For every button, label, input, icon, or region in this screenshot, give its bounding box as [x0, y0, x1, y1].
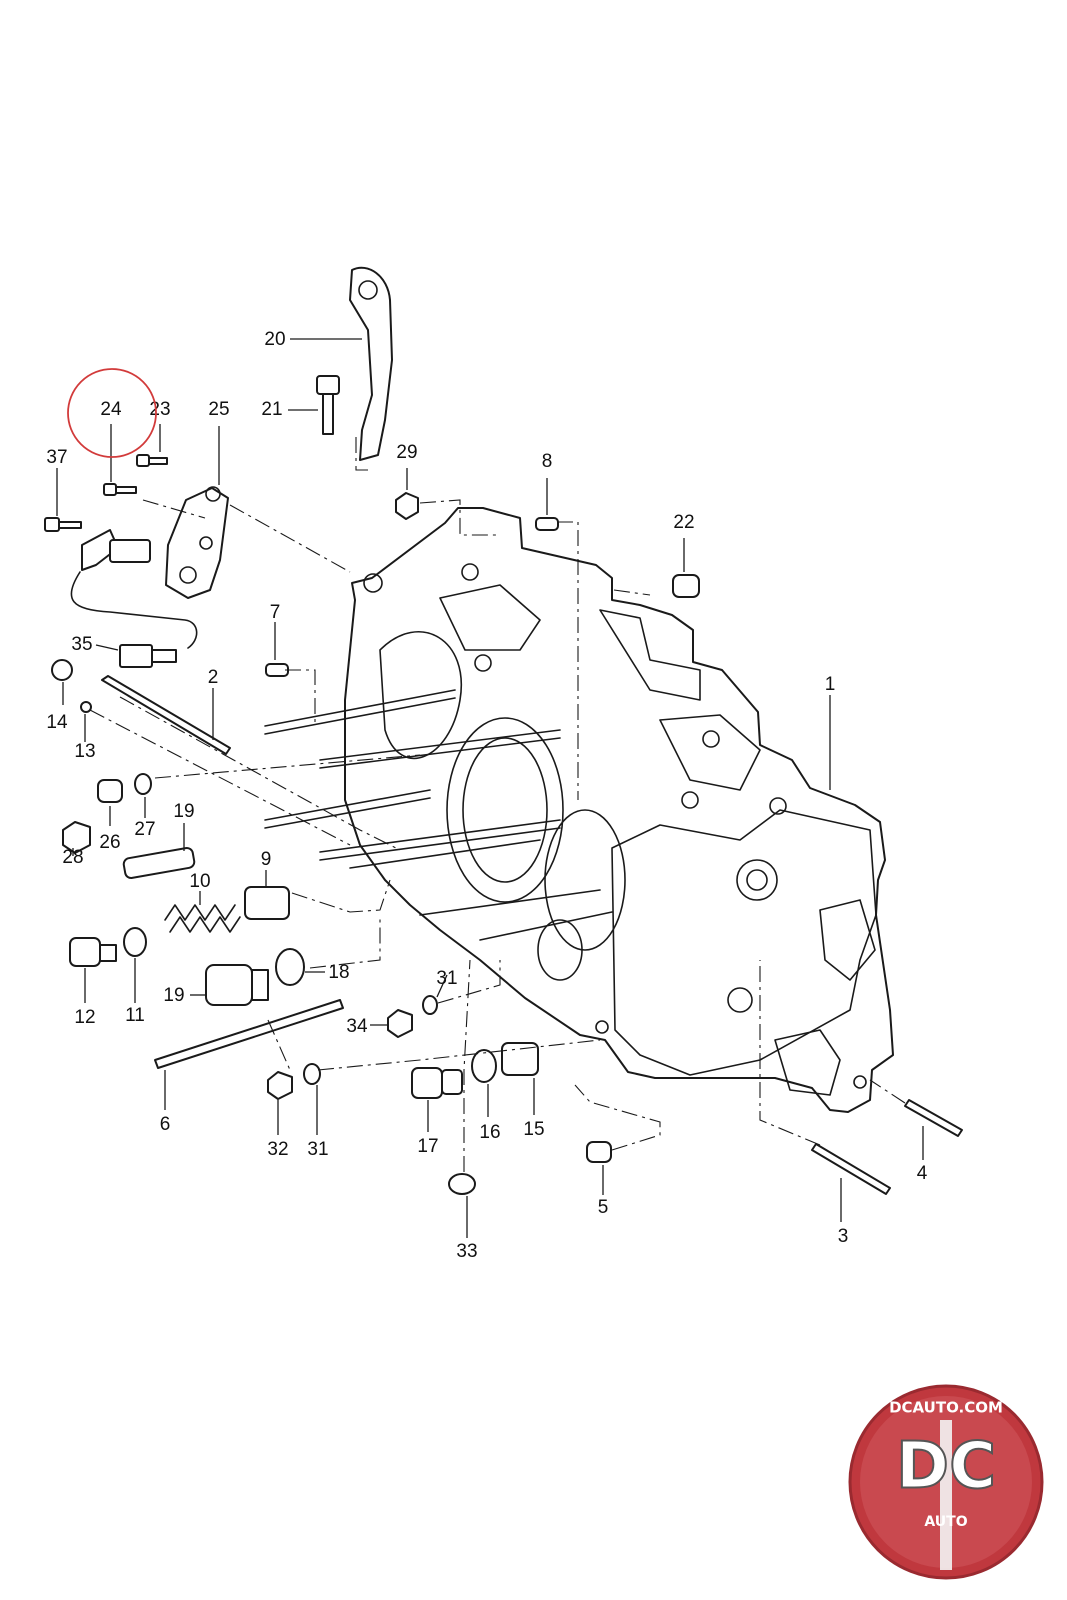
sensor-bracket-26 [165, 487, 229, 599]
plug-12 [69, 937, 101, 967]
callout-15: 15 [523, 1119, 544, 1140]
callout-6: 6 [160, 1114, 171, 1135]
callout-5: 5 [598, 1197, 609, 1218]
callout-31-lower: 31 [307, 1139, 328, 1160]
speed-sensor [81, 529, 119, 571]
callout-19: 19 [163, 985, 184, 1006]
callout-9: 9 [261, 849, 272, 870]
callout-32: 32 [267, 1139, 288, 1160]
stud-4 [904, 1099, 963, 1137]
callout-25: 24 [100, 399, 122, 420]
callout-17: 17 [417, 1136, 438, 1157]
callout-31-upper: 31 [436, 968, 457, 989]
stud-6 [154, 999, 344, 1069]
callout-27: 26 [99, 832, 120, 853]
callout-20: 19 [173, 801, 194, 822]
callout-23: 22 [673, 512, 694, 533]
callout-13: 13 [74, 741, 95, 762]
callout-18: 18 [328, 962, 349, 983]
callout-37: 37 [46, 447, 67, 468]
callout-24: 23 [149, 399, 170, 420]
washer-11 [123, 927, 147, 957]
callout-30: 29 [396, 442, 417, 463]
plug-13 [80, 701, 92, 713]
dcauto-logo: DCAUTO.COM DC AUTO [848, 1384, 1044, 1580]
stud-3 [811, 1143, 891, 1195]
callout-3: 3 [838, 1226, 849, 1247]
bolt-25 [103, 483, 117, 496]
callout-35: 35 [71, 634, 92, 655]
callout-12: 12 [74, 1007, 95, 1028]
callout-21: 20 [264, 329, 285, 350]
callout-11: 11 [125, 1005, 145, 1026]
logo-bottom-text: AUTO [924, 1514, 967, 1530]
callout-26: 25 [208, 399, 229, 420]
bushing-5 [586, 1141, 612, 1163]
callout-14: 14 [46, 712, 68, 733]
seal-18 [275, 948, 305, 986]
logo-top-text: DCAUTO.COM [889, 1399, 1003, 1417]
piston-9 [244, 886, 290, 920]
plug-17 [411, 1067, 443, 1099]
nut-30 [395, 492, 419, 520]
crankcase-housing [264, 507, 894, 1113]
callout-34: 34 [346, 1016, 368, 1037]
highlight-circle-25 [67, 368, 157, 458]
callout-29: 28 [62, 847, 83, 868]
dowel-8 [535, 517, 559, 531]
callout-1: 1 [825, 674, 836, 695]
washer-28 [134, 773, 152, 795]
fitting-19 [205, 964, 253, 1006]
callout-28: 27 [134, 819, 155, 840]
small-parts [44, 266, 963, 1195]
assembly-lines [89, 437, 906, 1172]
pin-20 [122, 847, 196, 879]
callout-33: 33 [456, 1241, 477, 1262]
bracket-21 [349, 266, 393, 461]
cap-33 [448, 1173, 476, 1195]
callout-labels: 20 21 29 8 22 25 23 24 37 35 7 2 1 14 13… [46, 329, 927, 1262]
spring-10 [164, 904, 236, 921]
callout-4: 4 [917, 1163, 928, 1184]
nut-29 [62, 821, 91, 854]
nut-32 [267, 1071, 293, 1100]
plug-14 [51, 659, 73, 681]
bolt-22 [316, 375, 340, 395]
plug-15 [501, 1042, 539, 1076]
callout-16: 16 [479, 1122, 500, 1143]
stud-2 [101, 675, 231, 755]
callout-7: 7 [270, 602, 281, 623]
dowel-7 [265, 663, 289, 677]
nut-34 [387, 1009, 413, 1038]
callout-10: 10 [189, 871, 210, 892]
washer-31b [303, 1063, 321, 1085]
callout-22: 21 [261, 399, 282, 420]
callout-8: 8 [542, 451, 553, 472]
washer-31a [422, 995, 438, 1015]
leader-lines [56, 338, 924, 1238]
bolt-24 [136, 454, 150, 467]
bolt-37 [44, 517, 60, 532]
bushing-23 [672, 574, 700, 598]
seal-16 [471, 1049, 497, 1083]
cap-27 [97, 779, 123, 803]
callout-2: 2 [208, 667, 219, 688]
logo-letters: DC [896, 1430, 996, 1504]
connector-35 [119, 644, 153, 668]
